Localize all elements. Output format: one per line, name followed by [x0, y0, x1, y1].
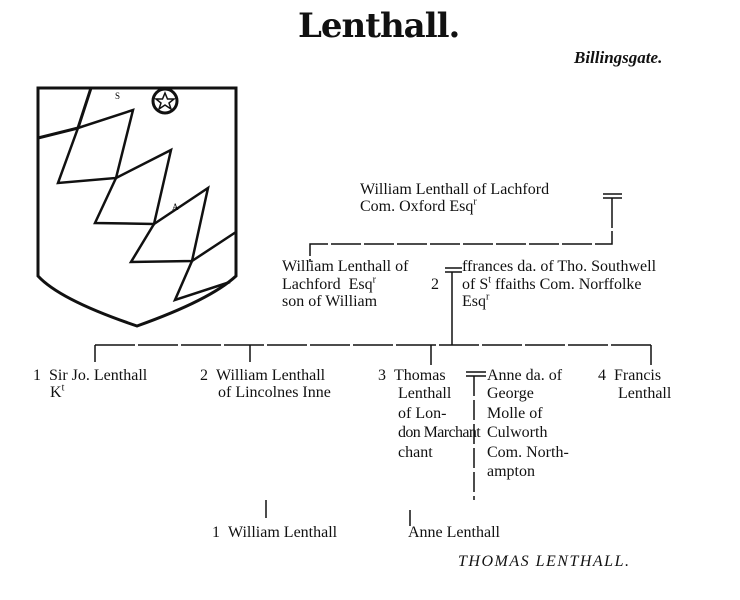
child-3: 3 Thomas — [378, 367, 446, 384]
child-1-title: Kt — [50, 382, 65, 401]
child-2: 2 William Lenthall — [200, 367, 326, 384]
gen2-husband-line1: William Lenthall of — [282, 258, 409, 275]
gen2-wife-line2: of St ffaiths Com. Norffolke — [462, 274, 642, 293]
grandchild-1: 1 William Lenthall — [212, 524, 338, 541]
gen2-husband-line2: Lachford Esqr — [282, 274, 376, 293]
child-3-line5: chant — [398, 444, 433, 461]
page-title: Lenthall. — [298, 6, 460, 46]
child-4-line2: Lenthall — [618, 385, 672, 402]
child-3-line3: of Lon- — [398, 405, 447, 422]
child-3-line2: Lenthall — [398, 385, 452, 402]
spouse-line5: Com. North- — [487, 444, 569, 461]
signature: THOMAS LENTHALL. — [458, 553, 631, 570]
gen2-marriage-number: 2 — [431, 276, 439, 293]
gen1-husband-line2: Com. Oxford Esqr — [360, 196, 477, 215]
coat-of-arms-shield — [36, 86, 238, 328]
grandchild-2: Anne Lenthall — [408, 524, 500, 541]
shield-letter-a: A — [172, 202, 179, 212]
spouse-line1: Anne da. of — [487, 367, 563, 384]
child-2-line2: of Lincolnes Inne — [218, 384, 331, 401]
spouse-line3: Molle of — [487, 405, 543, 422]
place-heading: Billingsgate. — [574, 48, 663, 67]
gen2-husband-line3: son of William — [282, 293, 378, 310]
child-1: 1 Sir Jo. Lenthall — [33, 367, 148, 384]
child-4: 4 Francis — [598, 367, 662, 384]
gen2-wife-line1: ffrances da. of Tho. Southwell — [462, 258, 657, 275]
shield-letter-s: S — [115, 91, 120, 101]
gen1-husband-line1: William Lenthall of Lachford — [360, 181, 550, 198]
spouse-line4: Culworth — [487, 424, 548, 441]
child-3-line4: don Marchant — [398, 424, 481, 441]
gen2-wife-line3: Esqr — [462, 291, 490, 310]
spouse-line6: ampton — [487, 463, 535, 480]
spouse-line2: George — [487, 385, 534, 402]
